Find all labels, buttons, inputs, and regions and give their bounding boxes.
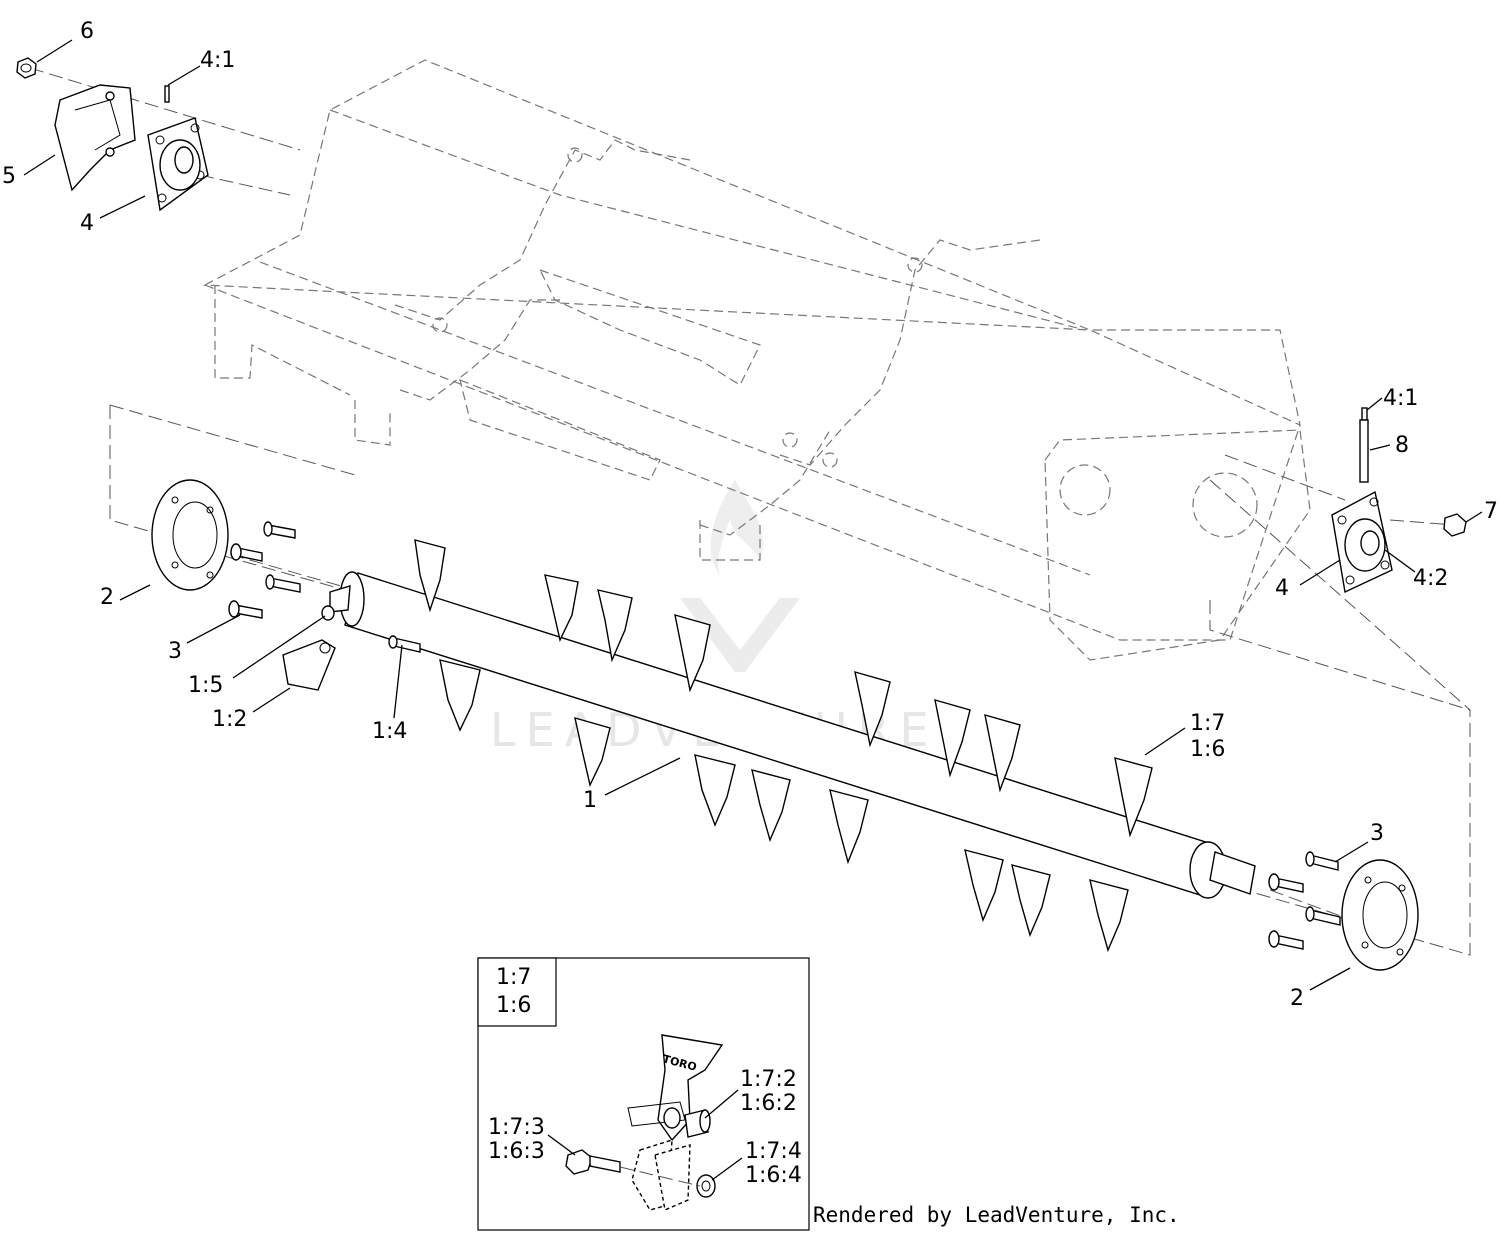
label-6: 6	[80, 19, 94, 44]
part-labels: 6 4:1 5 4 4:1 8 7 4 4:2 2 3 1:5 1:2 1:4 …	[2, 19, 1498, 1011]
rendered-by-credit: Rendered by LeadVenture, Inc.	[813, 1203, 1180, 1227]
label-4-right: 4	[1275, 576, 1289, 601]
label-4-top: 4	[80, 211, 94, 236]
tine-blade	[674, 614, 711, 693]
label-4-1-top: 4:1	[200, 48, 235, 73]
bolts-3-left	[228, 521, 301, 619]
detail-spacer-1-7-2	[684, 1109, 711, 1138]
tine-blade	[574, 717, 611, 788]
label-1-6-4: 1:6:4	[745, 1163, 802, 1188]
blade-1-2	[282, 639, 336, 691]
bolt-1-4	[388, 635, 421, 653]
tine-blade	[854, 671, 891, 748]
tine-blade	[439, 659, 481, 732]
label-4-1-right: 4:1	[1383, 386, 1418, 411]
tine-blade	[544, 574, 579, 643]
label-8: 8	[1395, 433, 1409, 458]
label-1-6: 1:6	[1190, 737, 1225, 762]
label-1-4: 1:4	[372, 719, 407, 744]
detail-title-1-6: 1:6	[496, 993, 531, 1018]
flange-bearing-4-right	[1331, 490, 1393, 594]
tine-blade	[694, 754, 736, 827]
bearing-guard-5	[54, 84, 136, 192]
bearing-plate-2-left	[151, 479, 229, 591]
label-2-left: 2	[100, 585, 114, 610]
label-3-right: 3	[1370, 821, 1384, 846]
grease-fitting-4-1-right	[1361, 407, 1368, 421]
tine-blade	[984, 714, 1021, 793]
detail-nut-1-7-4	[696, 1174, 716, 1198]
detail-inset-1-7: 1:7 1:6 TORO 1:7:2 1:6:2 1:7:3 1:6:	[477, 957, 810, 1231]
label-1-5: 1:5	[188, 673, 223, 698]
tine-blade	[751, 769, 791, 843]
label-1-7: 1:7	[1190, 711, 1225, 736]
label-3-left: 3	[168, 639, 182, 664]
label-1-7-4: 1:7:4	[745, 1139, 802, 1164]
nut-6	[16, 57, 37, 79]
label-1-7-3: 1:7:3	[488, 1115, 545, 1140]
detail-title-1-7: 1:7	[496, 965, 531, 990]
tine-blade	[829, 789, 869, 865]
label-1-6-3: 1:6:3	[488, 1139, 545, 1164]
bolts-3-right	[1268, 851, 1341, 950]
tine-blade	[1011, 864, 1051, 938]
rotor-shaft-1	[329, 571, 1256, 899]
detail-bolt-1-7-3	[565, 1149, 621, 1175]
leader-lines	[23, 39, 1483, 991]
tine-blade	[597, 589, 633, 663]
flange-bearing-4-top	[147, 85, 209, 212]
label-1-6-2: 1:6:2	[740, 1091, 797, 1116]
tine-blade	[934, 699, 971, 778]
bearing-plate-2-right	[1341, 859, 1419, 971]
pin-8	[1359, 419, 1369, 483]
nut-1-5	[321, 605, 335, 621]
tine-blades	[414, 539, 1153, 953]
label-5: 5	[2, 164, 16, 189]
label-1-7-2: 1:7:2	[740, 1067, 797, 1092]
tine-blade	[1089, 879, 1129, 953]
label-1: 1	[583, 788, 597, 813]
label-4-2: 4:2	[1413, 566, 1448, 591]
rotor-housing-ghost	[202, 59, 1311, 661]
tine-blade	[1114, 757, 1153, 838]
tine-blade	[964, 849, 1004, 923]
label-1-2: 1:2	[212, 707, 247, 732]
tine-blade	[414, 539, 446, 613]
nut-7	[1443, 513, 1467, 537]
label-7: 7	[1484, 499, 1498, 524]
label-2-right: 2	[1290, 986, 1304, 1011]
